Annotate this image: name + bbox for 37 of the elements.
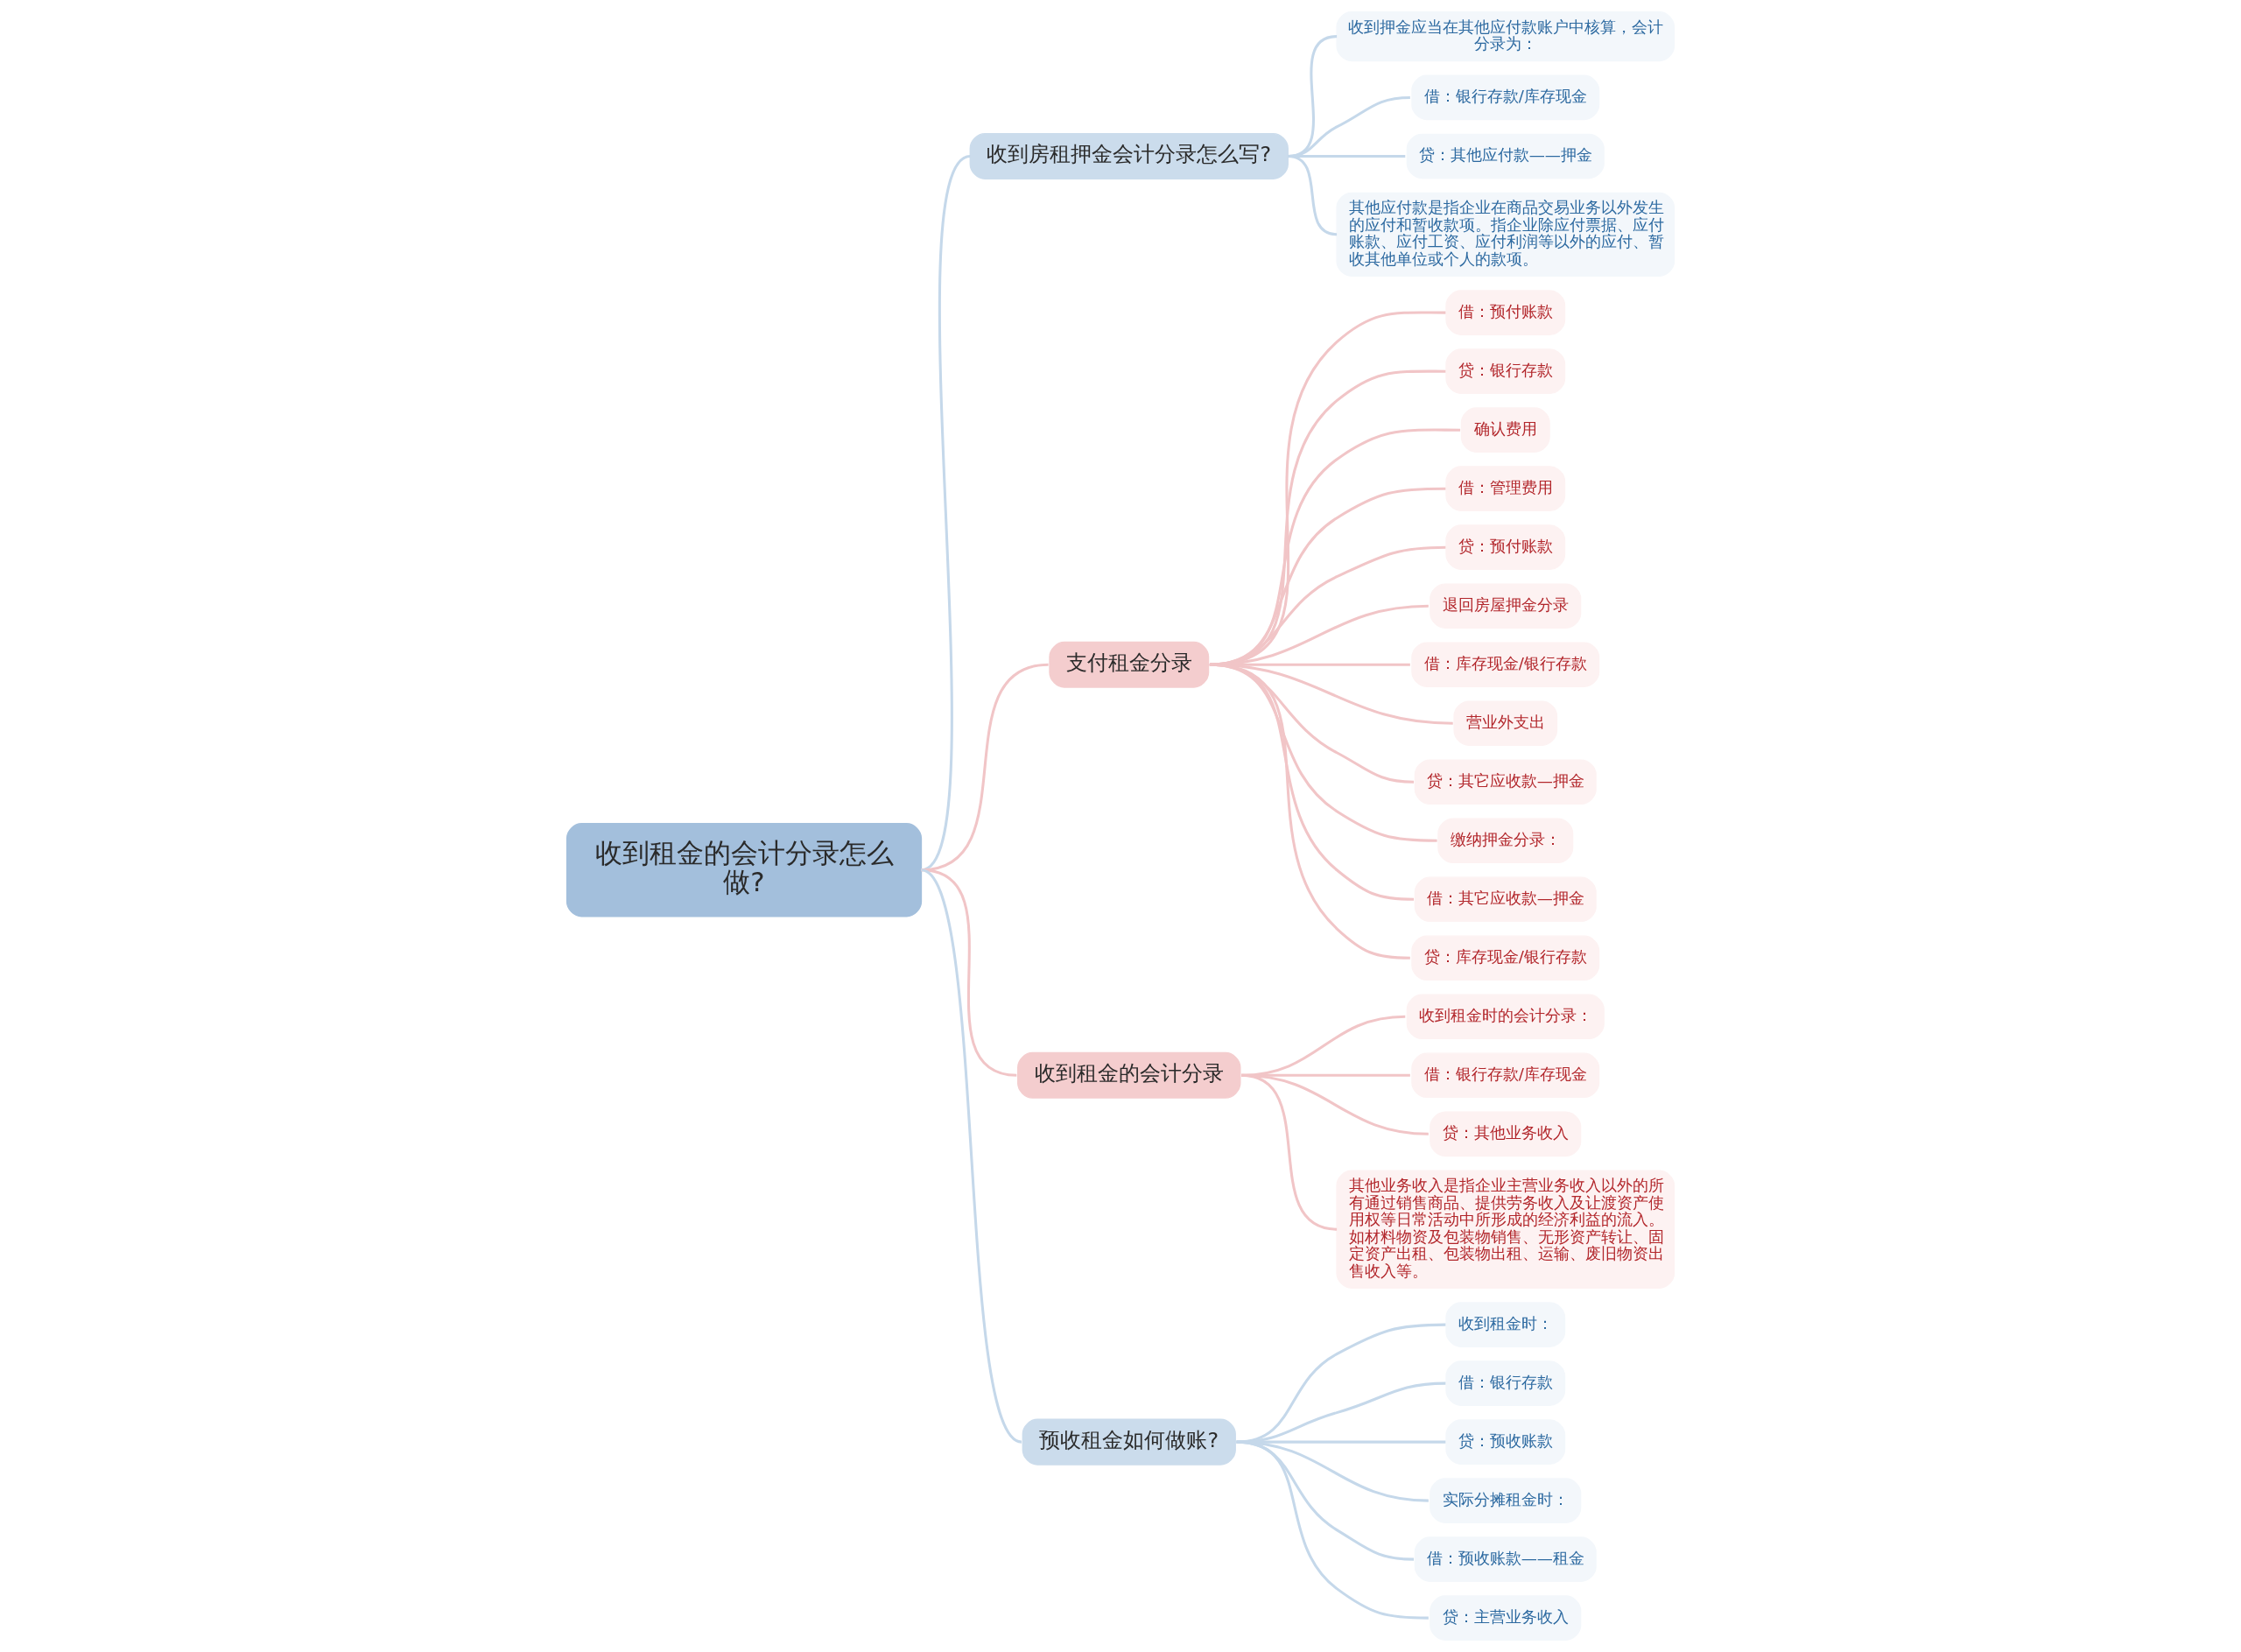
node-box: 其他应付款是指企业在商品交易业务以外发生的应付和暂收款项。指企业除应付票据、应付账款、应付工资、应付利润等以外的应付、暂收其他单位或个人的款项。 bbox=[1336, 192, 1675, 277]
node-box: 贷：银行存款 bbox=[1445, 348, 1566, 394]
node-box: 其他业务收入是指企业主营业务收入以外的所有通过销售商品、提供劳务收入及让渡资产使用权等日常活动中所形成的经济利益的流入。如材料物资及包装物销售、无形资产转让、固定资产出租、包装物出租、运输、废旧物资出售收入等。 bbox=[1336, 1170, 1675, 1289]
node-box: 贷：其它应收款—押金 bbox=[1414, 759, 1597, 805]
node-box: 实际分摊租金时： bbox=[1430, 1478, 1582, 1523]
node-box: 借：其它应收款—押金 bbox=[1414, 876, 1597, 923]
node-box: 贷：库存现金/银行存款 bbox=[1411, 935, 1600, 981]
node-box: 贷：其他业务收入 bbox=[1430, 1111, 1582, 1157]
node-box: 收到押金应当在其他应付款账户中核算，会计分录为： bbox=[1336, 11, 1675, 62]
connector bbox=[1236, 1323, 1446, 1444]
node-box: 借：银行存款 bbox=[1445, 1360, 1566, 1406]
node-box: 缴纳押金分录： bbox=[1437, 818, 1574, 864]
node-box: 确认费用 bbox=[1460, 407, 1550, 453]
node-box: 支付租金分录 bbox=[1049, 641, 1210, 688]
node-box: 贷：其他应付款——押金 bbox=[1406, 133, 1605, 179]
node-box: 营业外支出 bbox=[1453, 700, 1558, 747]
node-box: 借：银行存款/库存现金 bbox=[1411, 1052, 1600, 1099]
node-box: 收到租金时： bbox=[1445, 1302, 1566, 1347]
node-box: 借：预收账款——租金 bbox=[1414, 1536, 1597, 1582]
node-box: 贷：主营业务收入 bbox=[1430, 1595, 1582, 1641]
node-box: 退回房屋押金分录 bbox=[1430, 583, 1582, 629]
node-box: 贷：预收账款 bbox=[1445, 1419, 1566, 1465]
node-box: 借：预付账款 bbox=[1445, 290, 1566, 335]
connector bbox=[921, 868, 1017, 1077]
node-box: 借：银行存款/库存现金 bbox=[1411, 74, 1600, 121]
connector bbox=[1236, 1440, 1429, 1620]
node-box: 收到租金的会计分录怎么做? bbox=[566, 823, 923, 917]
node-box: 预收租金如何做账? bbox=[1022, 1418, 1236, 1466]
node-box: 贷：预付账款 bbox=[1445, 524, 1566, 571]
connector bbox=[1240, 1073, 1338, 1231]
connector bbox=[1236, 1381, 1446, 1444]
connector bbox=[920, 868, 1022, 1444]
node-box: 收到房租押金会计分录怎么写? bbox=[969, 132, 1289, 179]
node-box: 收到租金的会计分录 bbox=[1017, 1051, 1241, 1099]
node-box: 收到租金时的会计分录： bbox=[1406, 994, 1605, 1040]
node-box: 借：库存现金/银行存款 bbox=[1411, 642, 1600, 688]
node-box: 借：管理费用 bbox=[1445, 466, 1566, 512]
